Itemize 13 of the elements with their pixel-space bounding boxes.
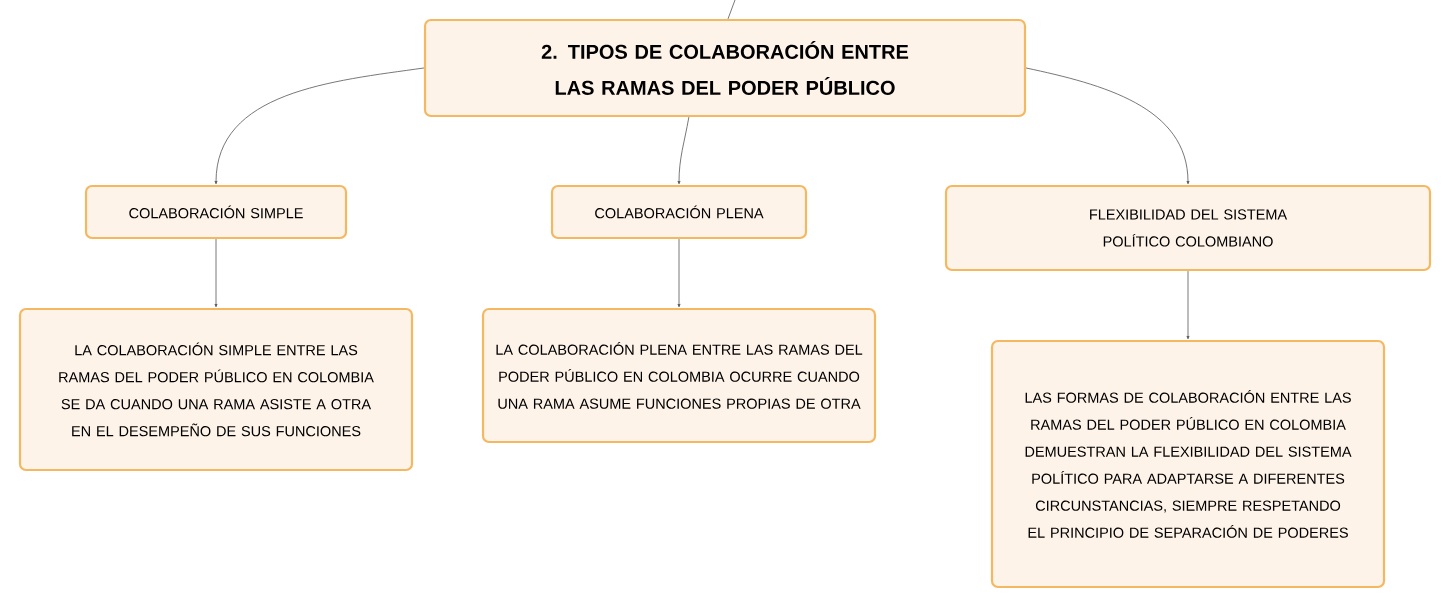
title-box: 2. TIPOS DE COLABORACIÓN ENTRE LAS RAMAS DEL PODER PÚBLICO bbox=[423, 18, 1027, 118]
concept-box: COLABORACIÓN PLENA bbox=[550, 184, 808, 240]
arrow bbox=[214, 238, 218, 308]
arrow bbox=[677, 116, 690, 185]
concept-box: LA COLABORACIÓN PLENA ENTRE LAS RAMAS DEL PODER PÚBLICO EN COLOMBIA OCURRE CUANDO UNA RAMA ASUME FUNCIONES PROPIAS DE OTRA bbox=[481, 307, 877, 444]
concept-box: FLEXIBILIDAD DEL SISTEMA POLÍTICO COLOMBIANO bbox=[944, 184, 1432, 272]
concept-box: COLABORACIÓN SIMPLE bbox=[84, 184, 348, 240]
arrow bbox=[1186, 270, 1190, 340]
concept-box: LA COLABORACIÓN SIMPLE ENTRE LAS RAMAS DEL PODER PÚBLICO EN COLOMBIA SE DA CUANDO UNA RAMA ASISTE A OTRA EN EL DESEMPEÑO DE SUS FUNCIONES bbox=[18, 307, 414, 472]
arrow bbox=[214, 67, 425, 185]
arrow bbox=[1025, 67, 1190, 185]
arrow bbox=[677, 238, 681, 308]
concept-box: LAS FORMAS DE COLABORACIÓN ENTRE LAS RAMAS DEL PODER PÚBLICO EN COLOMBIA DEMUESTRAN LA FLEXIBILIDAD DEL SISTEMA POLÍTICO PARA ADAPTARSE A DIFERENTES CIRCUNSTANCIAS, SIEMPRE RESPETANDO EL PRINCIPIO DE SEPARACIÓN DE PODERES bbox=[990, 339, 1386, 589]
